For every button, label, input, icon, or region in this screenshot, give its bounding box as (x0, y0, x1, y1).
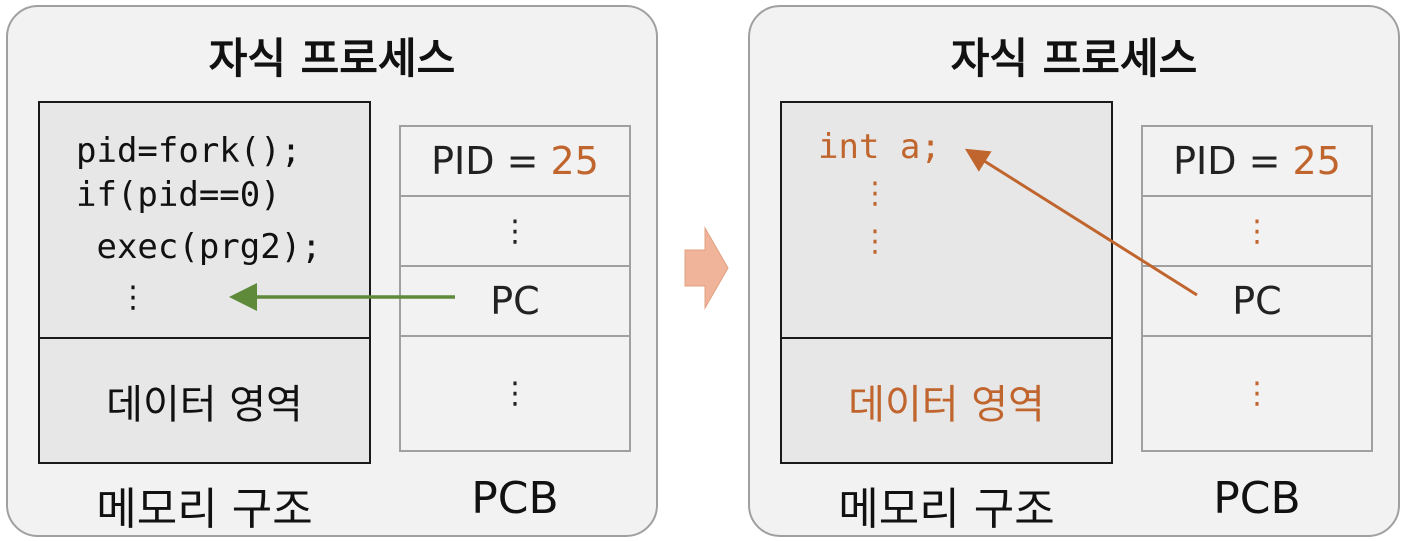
left-code-line-1: pid=fork(); (76, 131, 302, 171)
left-code-ellipsis: ⋮ (118, 280, 148, 315)
left-data-area: 데이터 영역 (38, 337, 371, 464)
right-pcb-row-2-ellipsis: ⋮ (1242, 213, 1272, 249)
left-pcb: PID = 25 ⋮ PC ⋮ (399, 125, 631, 452)
right-code-line-1: int a; (818, 127, 941, 167)
right-code-area: int a; ⋮ ⋮ (780, 101, 1113, 337)
left-pcb-pid-value: 25 (550, 139, 599, 183)
left-pcb-row-2-ellipsis: ⋮ (500, 213, 530, 249)
right-pcb-pc-label: PC (1232, 279, 1282, 323)
right-pcb-row-2: ⋮ (1143, 195, 1371, 265)
left-caption-pcb: PCB (471, 473, 559, 524)
left-pcb-pc-label: PC (490, 279, 540, 323)
right-pcb-pid-label: PID = (1173, 139, 1293, 183)
right-pcb-row-4: ⋮ (1143, 335, 1371, 450)
right-panel-title: 자식 프로세스 (950, 34, 1198, 83)
right-pcb-row-4-ellipsis: ⋮ (1242, 376, 1272, 411)
right-code-ellipsis-2: ⋮ (860, 224, 890, 259)
left-pcb-row-4-ellipsis: ⋮ (500, 376, 530, 411)
right-code-ellipsis-1: ⋮ (860, 176, 890, 211)
right-pcb: PID = 25 ⋮ PC ⋮ (1141, 125, 1373, 452)
left-pcb-row-2: ⋮ (401, 195, 629, 265)
left-caption-memory: 메모리 구조 (96, 484, 313, 535)
left-code-line-2: if(pid==0) (76, 175, 281, 215)
right-pcb-pid-value: 25 (1292, 139, 1341, 183)
transition-arrow-icon (684, 226, 729, 310)
left-pcb-pc-row: PC (401, 265, 629, 335)
left-code-area: pid=fork(); if(pid==0) exec(prg2); ⋮ (38, 101, 371, 337)
right-panel: 자식 프로세스 int a; ⋮ ⋮ 데이터 영역 PID = 25 ⋮ PC … (748, 5, 1400, 537)
right-pcb-pc-row: PC (1143, 265, 1371, 335)
left-pcb-pid-label: PID = (431, 139, 551, 183)
left-panel-title: 자식 프로세스 (208, 34, 456, 83)
left-panel: 자식 프로세스 pid=fork(); if(pid==0) exec(prg2… (6, 5, 658, 537)
right-caption-memory: 메모리 구조 (838, 484, 1055, 535)
left-code-line-3: exec(prg2); (76, 227, 322, 267)
right-caption-pcb: PCB (1213, 473, 1301, 524)
right-pcb-pid-row: PID = 25 (1143, 127, 1371, 195)
left-pcb-pid-row: PID = 25 (401, 127, 629, 195)
right-data-area: 데이터 영역 (780, 337, 1113, 464)
left-pcb-row-4: ⋮ (401, 335, 629, 450)
